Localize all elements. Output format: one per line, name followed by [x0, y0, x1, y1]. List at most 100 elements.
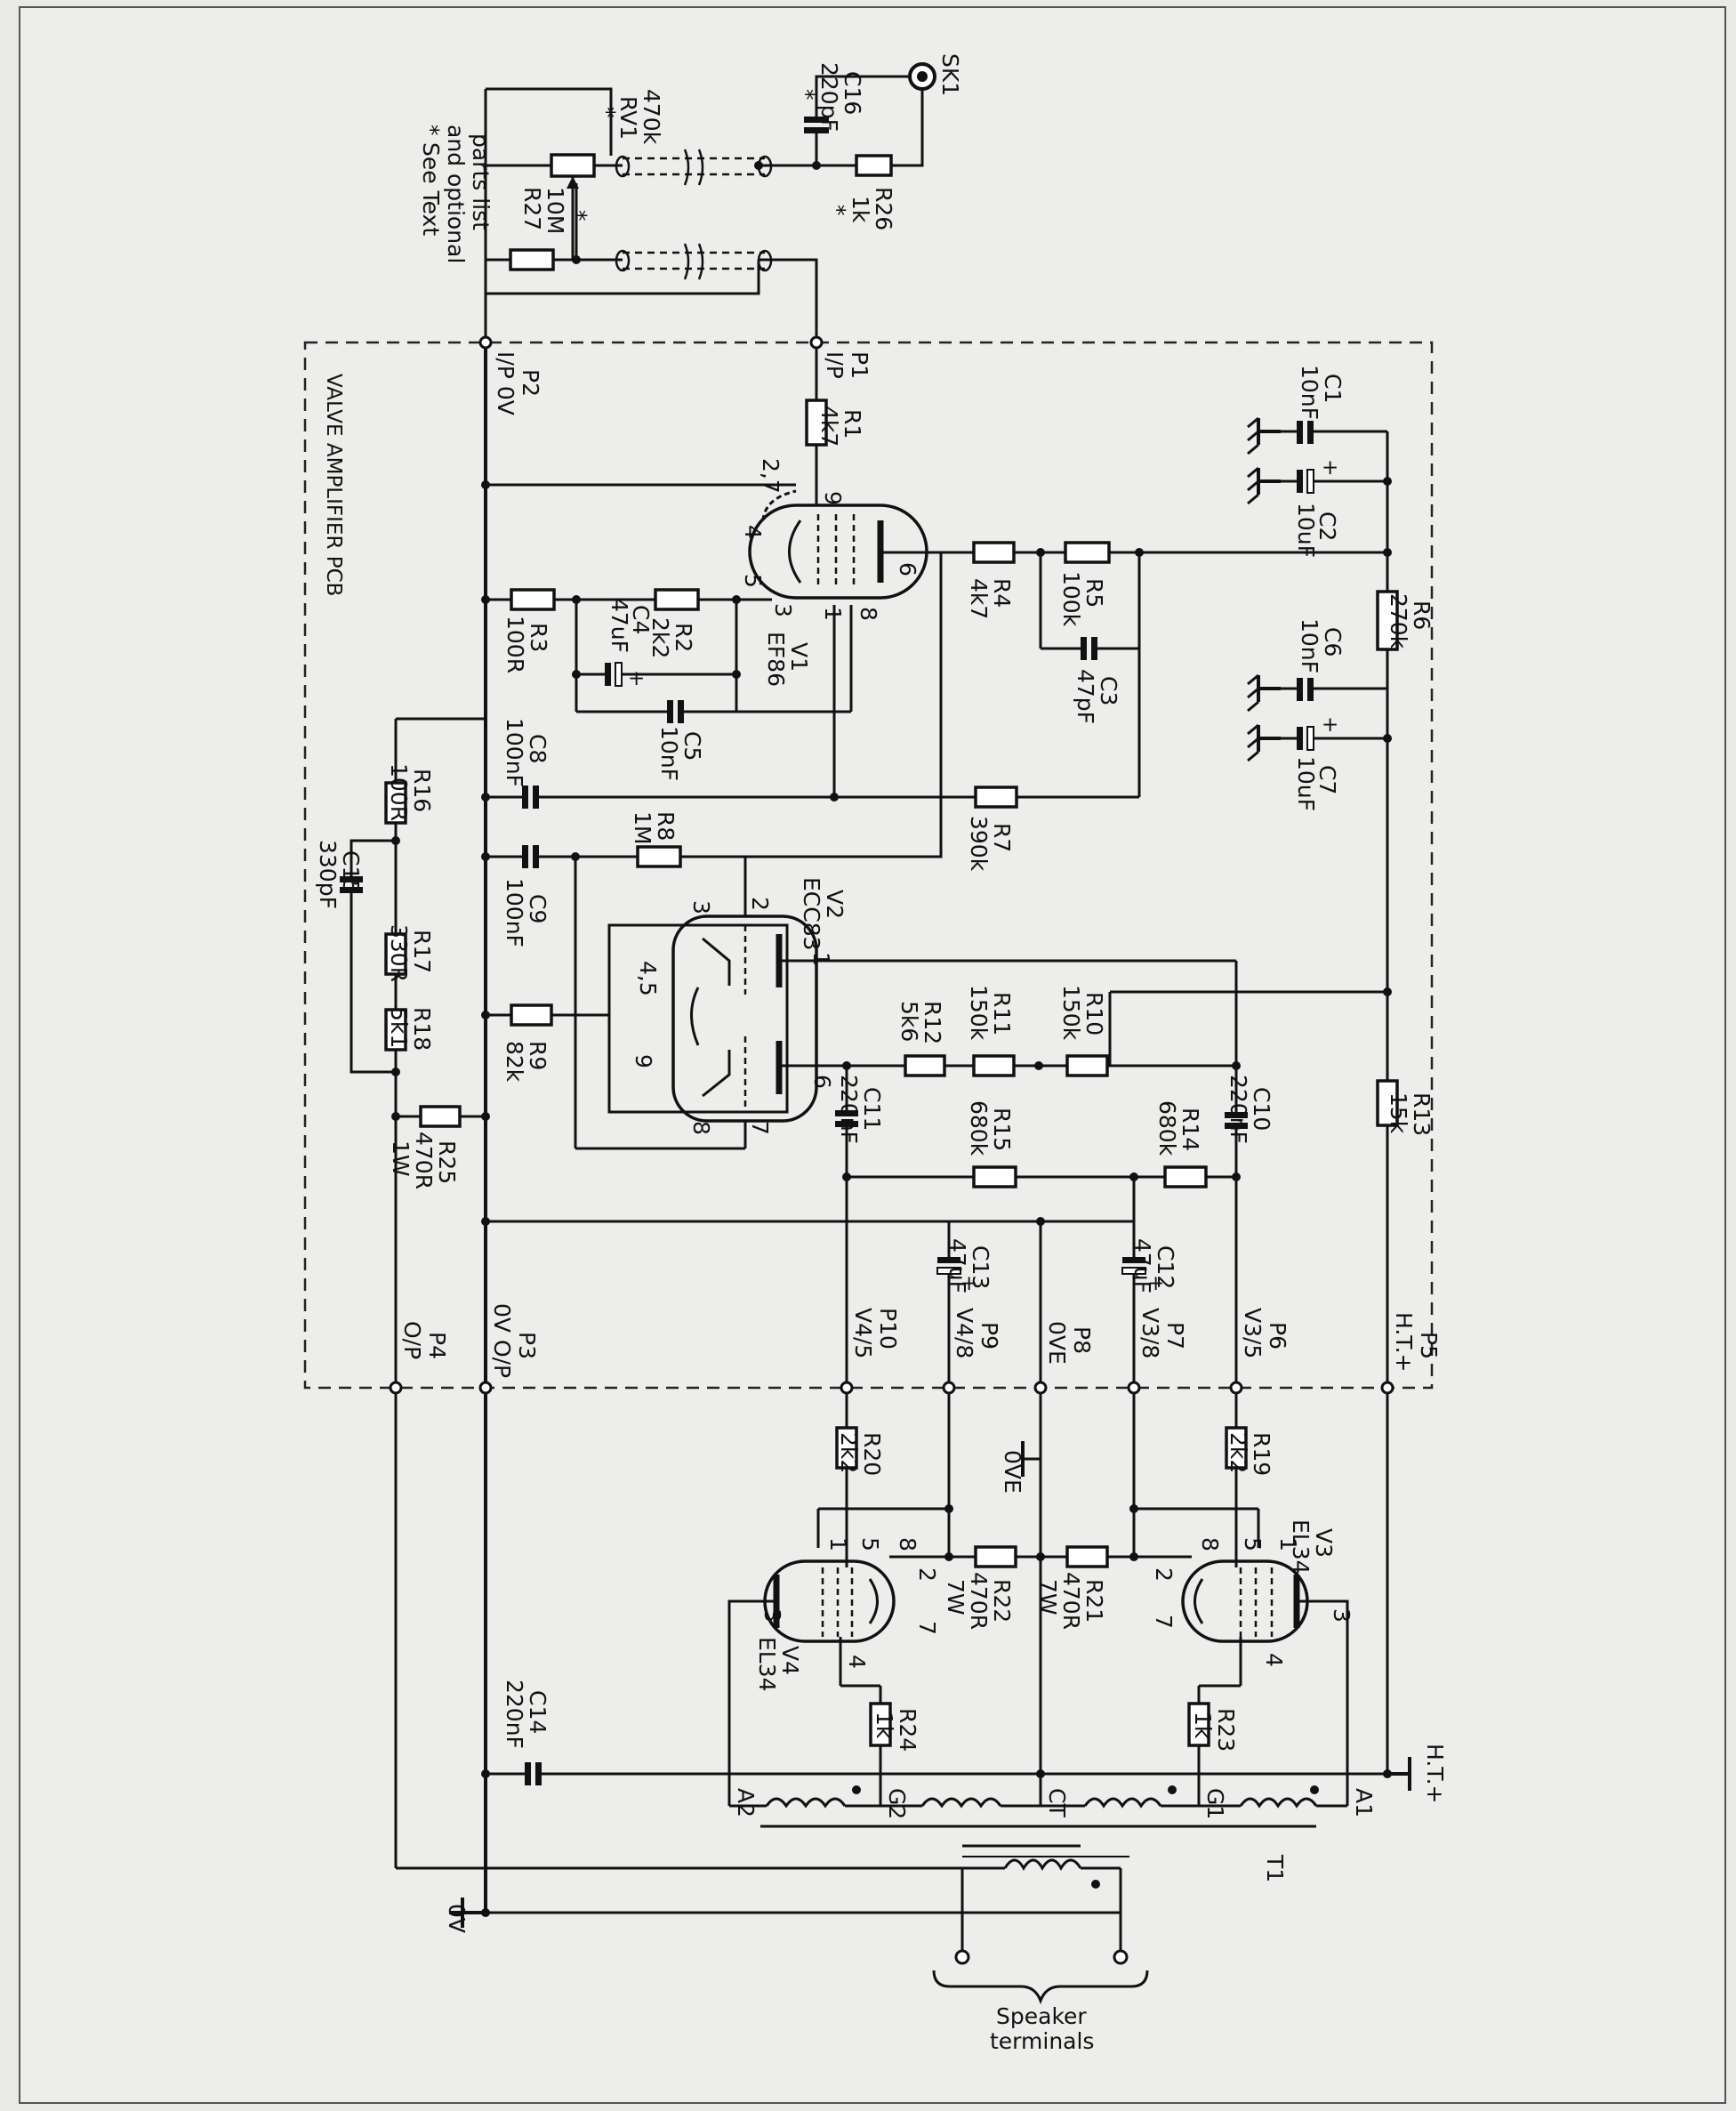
- ht-plus-label: H.T.+: [1422, 1744, 1448, 1804]
- shielded-cable-icons: [615, 149, 773, 280]
- r26-mark: *: [824, 205, 850, 216]
- v2-pin-45: 4,5: [635, 961, 661, 996]
- c7-ref: C7: [1314, 765, 1340, 794]
- r21-extra: 7W: [1035, 1579, 1061, 1615]
- r3-value: 100R: [502, 616, 528, 673]
- t1-g2-label: G2: [884, 1788, 910, 1819]
- p2-name: I/P 0V: [493, 351, 518, 415]
- r24-value: 1k: [872, 1712, 897, 1739]
- r3-ref: R3: [526, 623, 551, 652]
- r14-ref: R14: [1177, 1108, 1203, 1151]
- v2-ecc83-valve-icon: [671, 914, 818, 1123]
- p7-name: V3/8: [1137, 1308, 1163, 1358]
- r8-ref: R8: [653, 811, 679, 841]
- v4-el34-valve-icon: [763, 1548, 896, 1653]
- c10-ref: C10: [1249, 1087, 1274, 1131]
- v3-el34-valve-icon: [1181, 1548, 1309, 1653]
- v3-pin-3: 3: [1329, 1608, 1354, 1623]
- v3-ref: V3: [1311, 1528, 1337, 1558]
- r15-ref: R15: [989, 1108, 1015, 1151]
- r7-value: 390k: [966, 816, 992, 872]
- v4-pin-3: 3: [760, 1608, 785, 1623]
- r13-value: 15k: [1386, 1092, 1411, 1134]
- r8-value: 1M: [630, 811, 655, 844]
- r2-value: 2k2: [647, 617, 673, 658]
- r12-ref: R12: [920, 1001, 945, 1044]
- p6-ref: P6: [1265, 1322, 1290, 1350]
- r6-ref: R6: [1409, 600, 1435, 630]
- r5-value: 100k: [1058, 571, 1084, 627]
- plus-c4: +: [628, 667, 645, 690]
- v4-pin-1: 1: [825, 1537, 851, 1551]
- r23-ref: R23: [1213, 1708, 1239, 1752]
- r9-value: 82k: [502, 1041, 527, 1083]
- r27-ref: R27: [519, 187, 545, 230]
- sk1-socket-icon: [908, 62, 936, 91]
- r4-value: 4k7: [966, 578, 992, 619]
- r21-ref: R21: [1081, 1579, 1107, 1623]
- r16-ref: R16: [409, 769, 435, 812]
- v1-pin-6: 6: [895, 562, 920, 576]
- rv1-ref: RV1: [615, 96, 641, 140]
- c2-ref: C2: [1314, 512, 1340, 541]
- t1-a1-label: A1: [1351, 1788, 1377, 1817]
- c12-ref: C12: [1153, 1245, 1178, 1289]
- p4-name: O/P: [399, 1321, 425, 1359]
- note-line1: See Text: [418, 142, 444, 236]
- p1-ref: P1: [847, 351, 872, 379]
- v2-pin-9: 9: [631, 1054, 656, 1068]
- r19-value: 2k2: [1226, 1432, 1251, 1473]
- v2-pin-6: 6: [809, 1075, 835, 1089]
- c4-ref: C4: [628, 605, 654, 634]
- p9-ref: P9: [976, 1322, 1002, 1350]
- v2-type: ECC83: [799, 877, 824, 951]
- sk1-label: SK1: [937, 53, 963, 96]
- r11-value: 150k: [966, 985, 992, 1041]
- r11-ref: R11: [989, 992, 1015, 1035]
- c6-ref: C6: [1320, 627, 1346, 657]
- transformer-t1-icon: [765, 1785, 1319, 1889]
- c13-ref: C13: [968, 1245, 993, 1289]
- v1-ref: V1: [786, 642, 812, 672]
- r18-ref: R18: [409, 1007, 435, 1051]
- c6-value: 10nF: [1297, 618, 1322, 673]
- r25-value: 470R: [411, 1132, 437, 1189]
- c13-value: 47uF: [944, 1238, 970, 1293]
- v2-pin-1: 1: [808, 952, 834, 966]
- resistor-bodies: [384, 153, 1399, 1747]
- c16-mark: *: [793, 89, 819, 101]
- speaker-label-2: terminals: [990, 2028, 1094, 2054]
- v3-pin-1: 1: [1275, 1537, 1301, 1551]
- v1-type: EF86: [763, 632, 789, 687]
- speaker-brace: [932, 1970, 1149, 2005]
- p5-name: H.T.+: [1391, 1312, 1417, 1373]
- r27-value: 10M: [542, 187, 568, 234]
- board-title: VALVE AMPLIFIER PCB: [322, 374, 345, 596]
- ove-ground-label: 0VE: [1000, 1450, 1025, 1494]
- rv1-wiper-icon: [567, 176, 579, 260]
- c16-ref: C16: [840, 71, 865, 115]
- note-line3: parts list: [468, 133, 494, 230]
- c3-ref: C3: [1096, 676, 1121, 705]
- speaker-label-1: Speaker: [996, 2003, 1087, 2029]
- c14-value: 220nF: [502, 1680, 527, 1749]
- c14-ref: C14: [525, 1690, 551, 1734]
- c15-ref: C15: [338, 850, 364, 894]
- r20-value: 2k2: [836, 1432, 862, 1473]
- v1-pin-3: 3: [770, 603, 796, 617]
- v1-pin-27: 2,7: [758, 458, 784, 494]
- v3-pin-5: 5: [1240, 1537, 1266, 1551]
- r25-ref: R25: [434, 1140, 460, 1184]
- r26-ref: R26: [871, 187, 896, 230]
- r18-value: 5k1: [386, 1007, 412, 1048]
- v4-ref: V4: [777, 1646, 803, 1675]
- v3-pin-4: 4: [1261, 1653, 1287, 1667]
- r1-value: 4k7: [816, 406, 842, 447]
- p4-ref: P4: [424, 1332, 450, 1359]
- labels: * See Text and optional parts list * RV1…: [315, 53, 1448, 2054]
- r15-value: 680k: [966, 1100, 992, 1156]
- c4-value: 47uF: [607, 598, 632, 653]
- r17-ref: R17: [409, 930, 435, 973]
- t1-label: T1: [1262, 1854, 1288, 1882]
